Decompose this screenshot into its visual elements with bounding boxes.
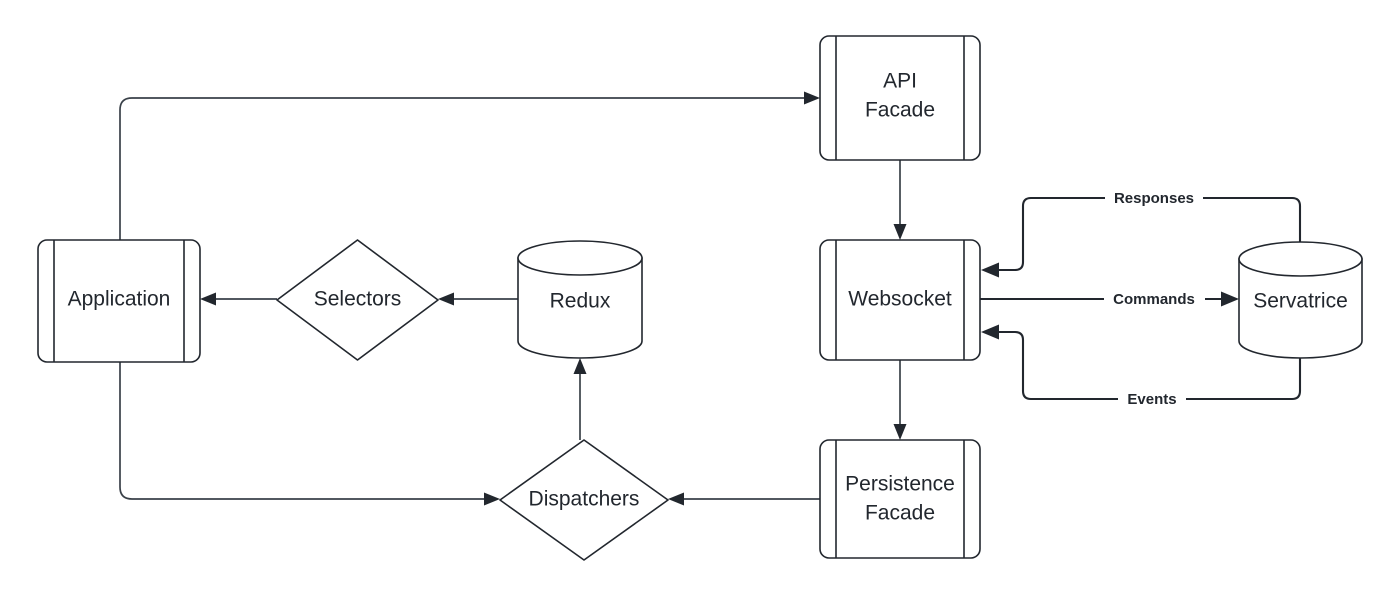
edge-dispatchers-to-redux <box>573 358 587 440</box>
edge-label-commands: Commands <box>1104 289 1205 309</box>
node-servatrice-label: Servatrice <box>1253 290 1348 313</box>
edge-websocket-to-persistence-facade <box>893 360 907 440</box>
node-dispatchers-label: Dispatchers <box>529 488 640 511</box>
arrowhead-icon <box>893 224 907 240</box>
edge-application-to-dispatchers <box>119 362 500 506</box>
node-api-facade-label-1: API <box>883 70 917 93</box>
arrowhead-icon <box>1221 291 1239 307</box>
edge-redux-to-selectors <box>438 292 518 306</box>
edge-label-events: Events <box>1118 389 1186 409</box>
node-api-facade[interactable]: API Facade <box>819 35 981 161</box>
arrowhead-icon <box>200 292 216 306</box>
edge-servatrice-to-websocket-responses <box>981 196 1302 278</box>
arrowhead-icon <box>981 324 999 340</box>
arrowhead-icon <box>438 292 454 306</box>
arrowhead-icon <box>573 358 587 374</box>
node-selectors[interactable]: Selectors <box>276 239 439 361</box>
edge-label-events-text: Events <box>1127 391 1176 408</box>
edge-selectors-to-application <box>200 292 277 306</box>
edge-label-responses-text: Responses <box>1114 190 1194 207</box>
node-servatrice[interactable]: Servatrice <box>1238 241 1363 359</box>
node-persistence-facade-label-2: Facade <box>865 502 935 525</box>
node-persistence-facade-label-1: Persistence <box>845 473 955 496</box>
node-application[interactable]: Application <box>37 239 201 363</box>
edge-label-responses: Responses <box>1105 188 1203 208</box>
node-application-label: Application <box>68 288 171 311</box>
node-websocket-label: Websocket <box>848 288 952 311</box>
edge-api-facade-to-websocket <box>893 160 907 240</box>
edge-application-to-api-facade <box>119 91 820 362</box>
arrowhead-icon <box>893 424 907 440</box>
node-redux-label: Redux <box>550 290 611 313</box>
node-websocket[interactable]: Websocket <box>819 239 981 361</box>
edge-persistence-facade-to-dispatchers <box>668 492 820 506</box>
edge-servatrice-to-websocket-events <box>981 324 1302 401</box>
node-selectors-label: Selectors <box>314 288 402 311</box>
node-redux[interactable]: Redux <box>517 240 643 359</box>
node-api-facade-label-2: Facade <box>865 99 935 122</box>
edge-label-commands-text: Commands <box>1113 291 1195 308</box>
node-dispatchers[interactable]: Dispatchers <box>499 439 669 561</box>
arrowhead-icon <box>484 492 500 506</box>
arrowhead-icon <box>804 91 820 105</box>
arrowhead-icon <box>981 262 999 278</box>
node-persistence-facade[interactable]: Persistence Facade <box>819 439 981 559</box>
arrowhead-icon <box>668 492 684 506</box>
